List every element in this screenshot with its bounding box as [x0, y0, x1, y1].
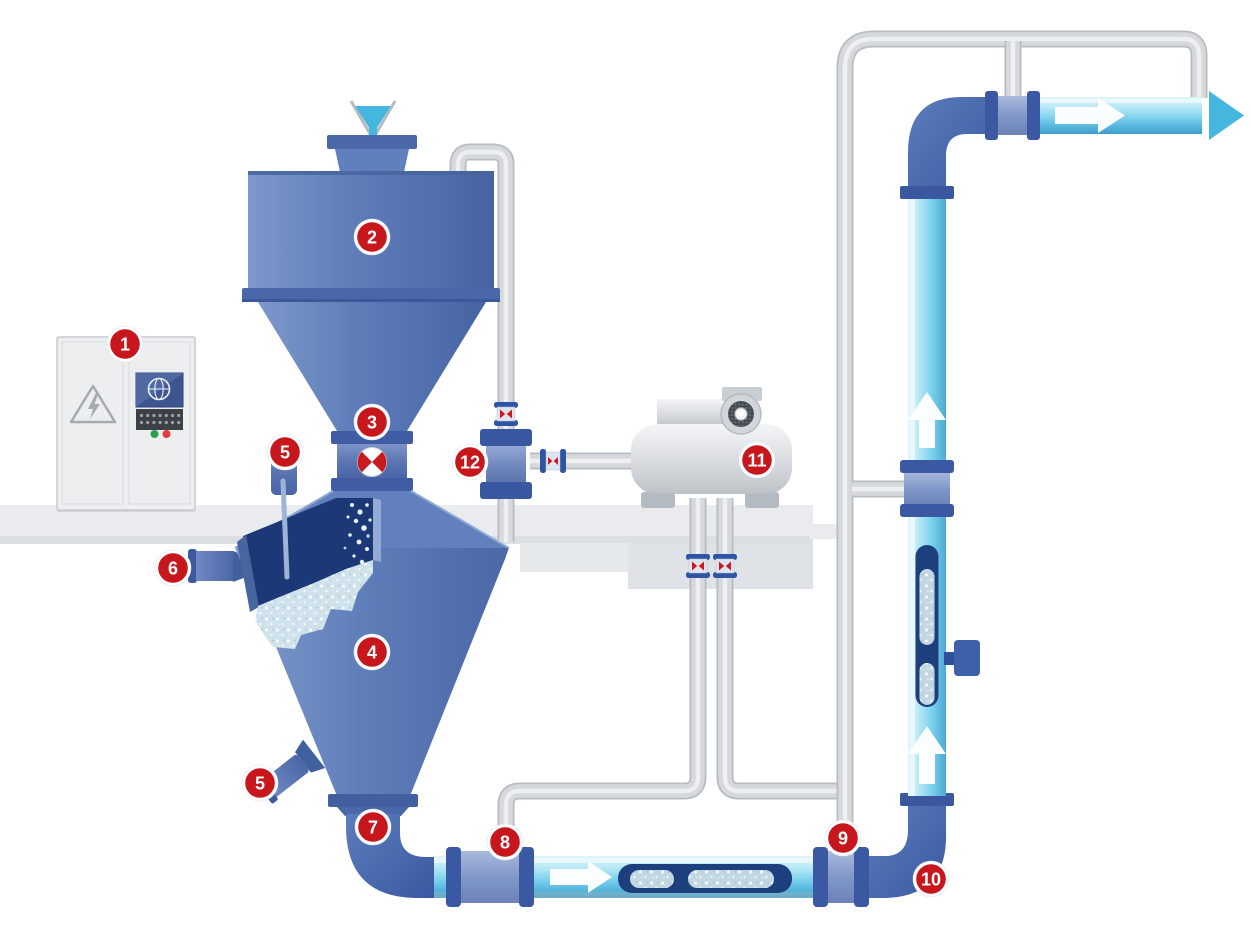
white-arrow-icon — [1055, 98, 1125, 133]
white-arrow-icon — [550, 861, 612, 893]
air-valve-unit — [480, 429, 532, 499]
marker-2-label: 2 — [367, 228, 377, 248]
marker-10-label: 10 — [921, 870, 941, 890]
marker-12: 12 — [451, 443, 489, 481]
white-arrow-icon — [908, 392, 946, 448]
red-bowtie-valve-icon — [712, 553, 738, 579]
marker-11: 11 — [738, 441, 776, 479]
riser-top-elbow — [900, 97, 990, 199]
marker-12-label: 12 — [460, 453, 480, 473]
marker-5-lower-label: 5 — [255, 774, 265, 794]
red-indicator-light — [162, 430, 171, 438]
level-probe — [280, 478, 290, 580]
quartered-circle-valve-icon — [357, 447, 387, 477]
marker-5-upper-label: 5 — [280, 443, 290, 463]
red-bowtie-valve-icon — [539, 448, 567, 474]
material-slug — [915, 545, 939, 707]
fan-grille-icon — [720, 393, 762, 435]
cyan-arrowhead-icon — [1209, 91, 1244, 140]
button-grid[interactable] — [136, 409, 183, 430]
marker-4-label: 4 — [367, 643, 377, 663]
marker-6: 6 — [154, 549, 192, 587]
marker-4: 4 — [353, 633, 391, 671]
red-bowtie-valve-icon — [685, 553, 711, 579]
riser-side-stub — [944, 640, 980, 676]
marker-5-lower: 5 — [241, 764, 279, 802]
material-slug — [618, 864, 792, 893]
high-voltage-triangle-icon — [69, 384, 117, 424]
white-arrow-icon — [908, 726, 946, 784]
marker-7: 7 — [354, 808, 392, 846]
riser-air-coupling — [900, 460, 954, 517]
marker-3: 3 — [353, 403, 391, 441]
vessel-cutaway — [237, 478, 381, 649]
marker-8-label: 8 — [500, 833, 510, 853]
air-injection-coupling-line — [446, 847, 534, 907]
air-injection-coupling-riser — [813, 847, 869, 907]
falling-material-stream — [343, 503, 372, 565]
marker-6-label: 6 — [168, 559, 178, 579]
outlet-flange — [328, 794, 418, 807]
markers: 1 2 3 4 5 5 6 7 — [106, 218, 950, 898]
marker-10: 10 — [912, 860, 950, 898]
marker-9: 9 — [824, 819, 862, 857]
exit-coupling — [985, 91, 1040, 140]
control-panel — [56, 336, 196, 512]
marker-7-label: 7 — [368, 818, 378, 838]
marker-2: 2 — [353, 218, 391, 256]
marker-9-label: 9 — [838, 829, 848, 849]
air-pipe-network — [506, 39, 1199, 851]
marker-5-upper: 5 — [266, 433, 304, 471]
red-bowtie-valve-icon — [493, 401, 519, 427]
marker-8: 8 — [486, 823, 524, 861]
marker-3-label: 3 — [367, 413, 377, 433]
green-indicator-light — [150, 430, 159, 438]
globe-screen-icon — [135, 372, 184, 408]
marker-1: 1 — [106, 325, 144, 363]
marker-11-label: 11 — [747, 451, 766, 471]
conveying-pipe-exit — [1040, 91, 1244, 140]
marker-1-label: 1 — [120, 335, 130, 355]
conveying-pipe-riser — [900, 196, 980, 796]
